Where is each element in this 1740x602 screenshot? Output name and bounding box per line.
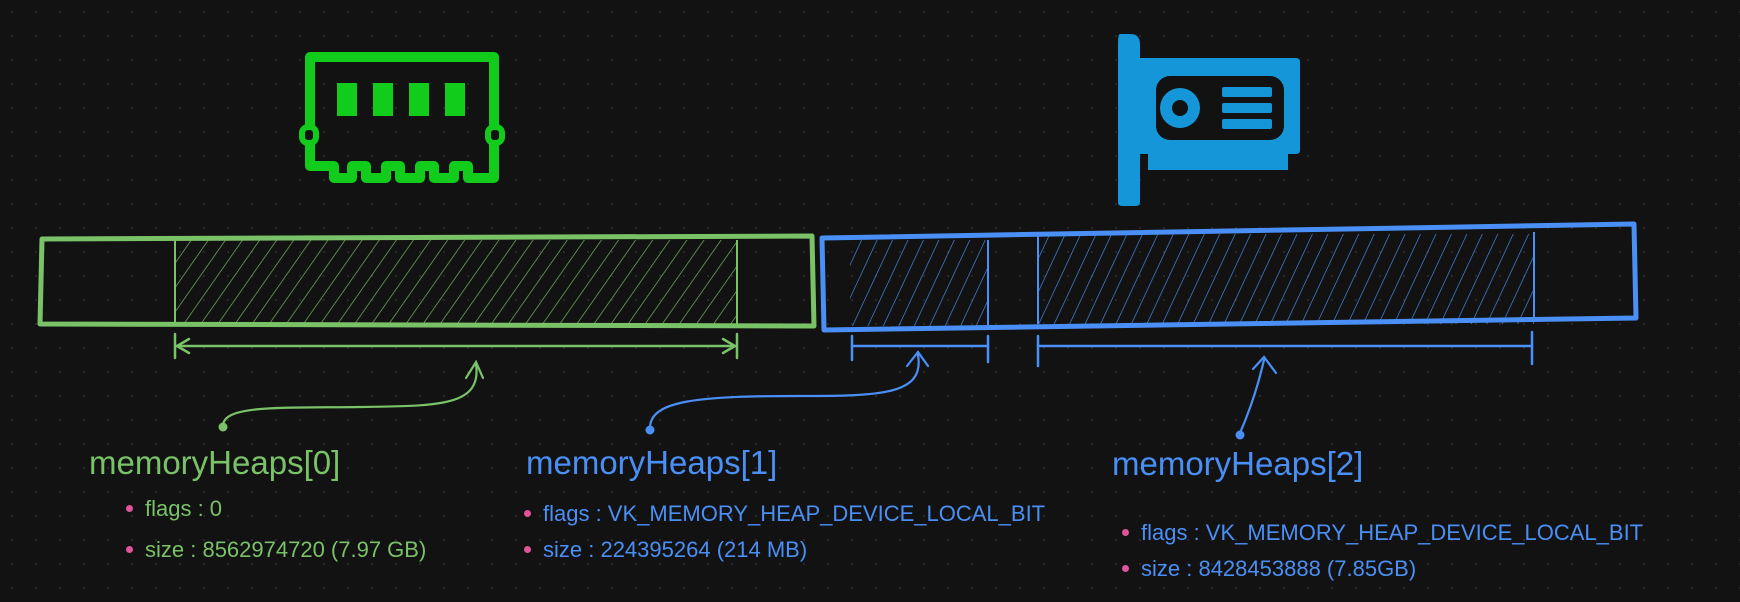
heap1-flags-text: flags : VK_MEMORY_HEAP_DEVICE_LOCAL_BIT	[543, 501, 1046, 526]
heap2-flags: flags : VK_MEMORY_HEAP_DEVICE_LOCAL_BIT	[1122, 520, 1643, 546]
heap1-hatched-region	[850, 240, 988, 326]
heap0-flags: flags : 0	[126, 496, 222, 522]
bullet-icon	[126, 504, 133, 512]
bullet-icon	[1122, 564, 1129, 572]
bullet-icon	[524, 545, 531, 553]
heap2-connector	[1235, 355, 1278, 440]
heap2-size-text: size : 8428453888 (7.85GB)	[1141, 556, 1417, 581]
heap2-hatched-region	[1038, 234, 1534, 324]
heap0-title: memoryHeaps[0]	[89, 444, 341, 481]
heap0-size: size : 8562974720 (7.97 GB)	[126, 537, 426, 563]
system-memory-bar	[37, 233, 817, 329]
heap0-hatched-region	[175, 240, 737, 324]
gpu-card-icon	[1118, 34, 1300, 206]
heap0-range-bracket	[173, 332, 739, 360]
heap0-connector	[218, 359, 485, 432]
heap1-range-bracket	[850, 334, 990, 364]
device-memory-bar	[819, 221, 1639, 333]
heap0-flags-text: flags : 0	[145, 496, 223, 521]
heap1-size: size : 224395264 (214 MB)	[524, 537, 807, 563]
heap1-size-text: size : 224395264 (214 MB)	[543, 537, 808, 562]
heap2-title: memoryHeaps[2]	[1112, 445, 1364, 482]
heap1-flags: flags : VK_MEMORY_HEAP_DEVICE_LOCAL_BIT	[524, 501, 1045, 527]
heap1-connector	[645, 350, 930, 435]
bullet-icon	[524, 509, 531, 517]
heap2-size: size : 8428453888 (7.85GB)	[1122, 556, 1416, 582]
heap2-flags-text: flags : VK_MEMORY_HEAP_DEVICE_LOCAL_BIT	[1141, 520, 1644, 545]
ram-icon	[299, 52, 505, 183]
heap1-title: memoryHeaps[1]	[526, 444, 778, 481]
bullet-icon	[126, 545, 133, 553]
bullet-icon	[1122, 528, 1129, 536]
heap2-range-bracket	[1036, 330, 1534, 368]
heap0-size-text: size : 8562974720 (7.97 GB)	[145, 537, 427, 562]
